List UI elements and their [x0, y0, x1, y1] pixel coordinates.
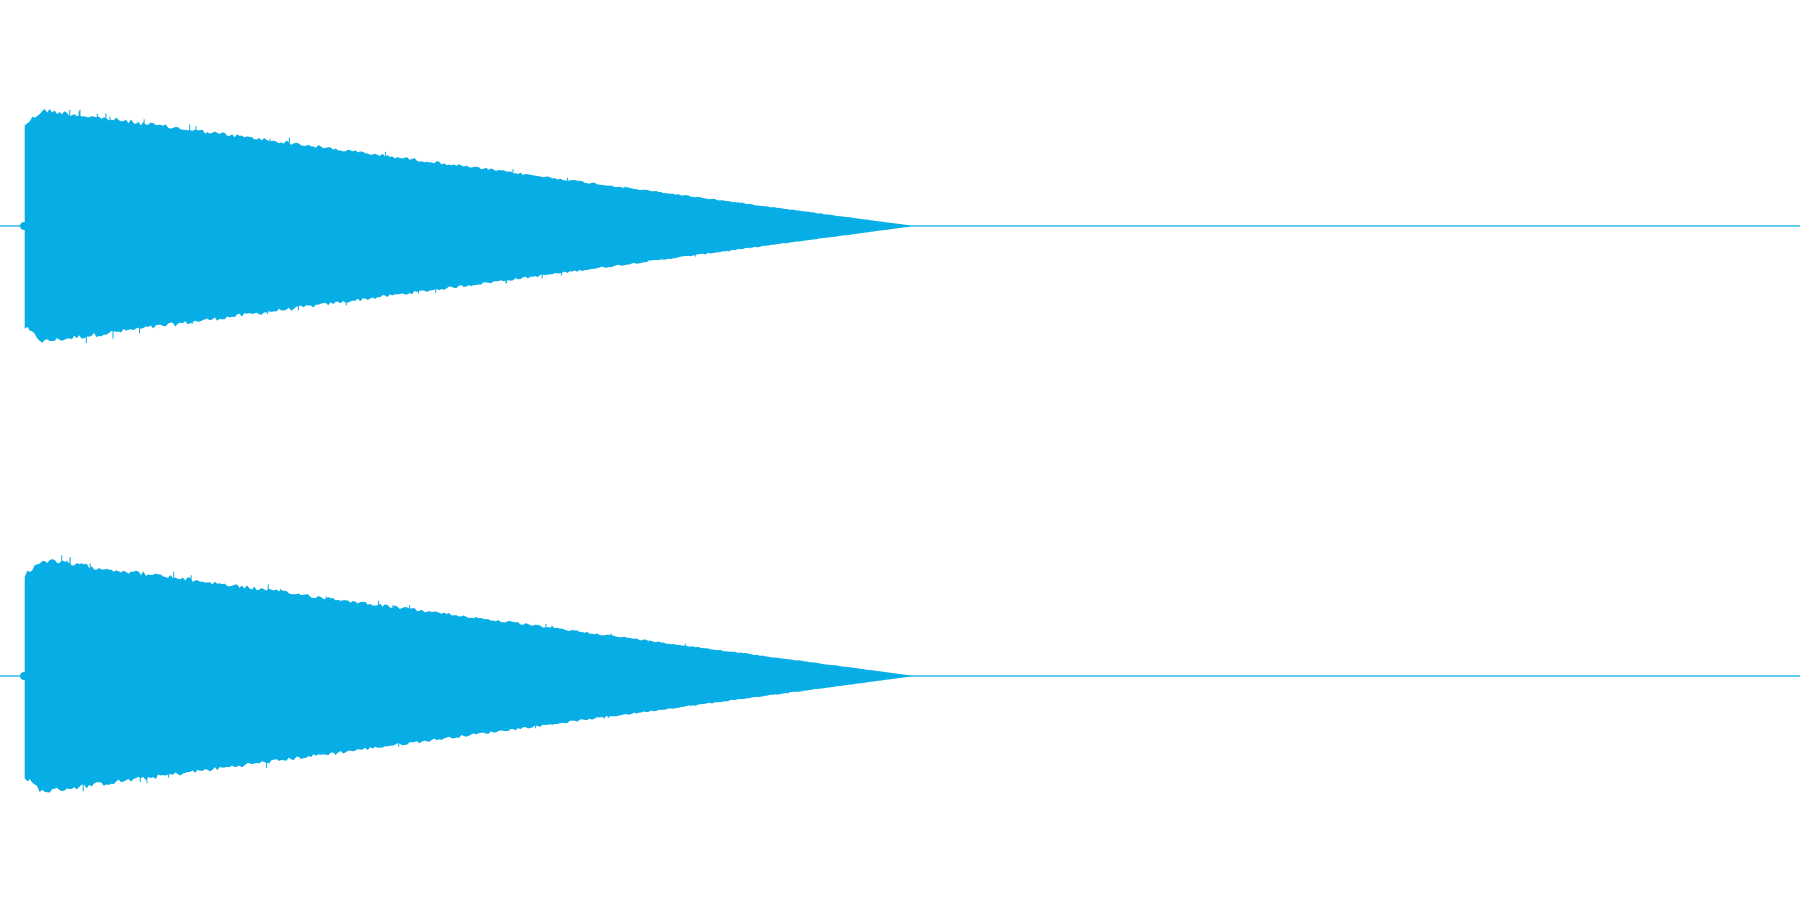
waveform-envelope	[24, 108, 913, 343]
channel-top	[0, 108, 1800, 344]
channel-bottom	[0, 555, 1800, 793]
waveform-envelope	[24, 559, 913, 793]
onset-marker	[20, 222, 28, 230]
onset-marker	[20, 672, 28, 680]
